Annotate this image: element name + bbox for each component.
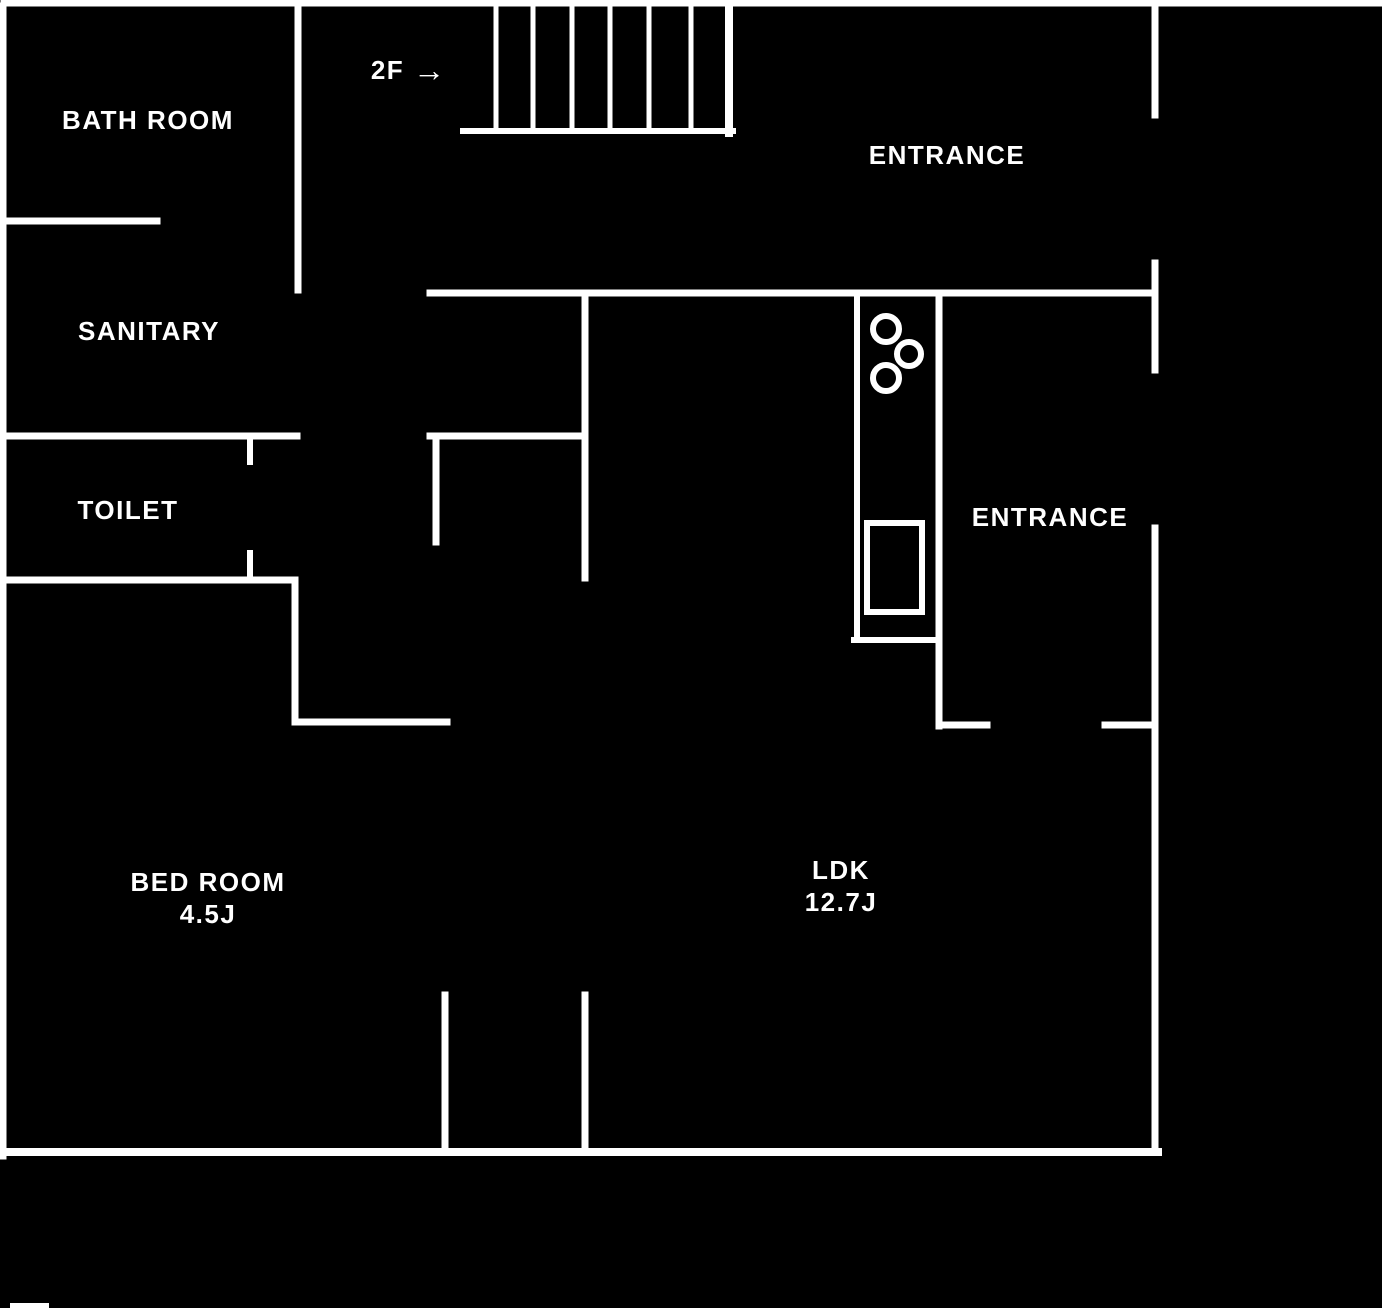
stairs-direction-label: 2F → — [371, 54, 445, 86]
room-label-ldk-name: LDK — [812, 855, 870, 885]
room-label-ldk-size: 12.7J — [804, 887, 878, 917]
arrow-right-icon: → — [413, 52, 446, 88]
kitchen-sink — [864, 520, 925, 615]
room-label-bedroom-size: 4.5J — [179, 899, 237, 929]
room-label-entrance-top: ENTRANCE — [868, 140, 1026, 170]
scale-mark — [10, 1303, 49, 1308]
stairs-2f-label: 2F — [370, 55, 405, 85]
room-label-sanitary: SANITARY — [78, 316, 220, 346]
room-label-bedroom: BED ROOM 4.5J — [131, 866, 286, 930]
stove-burner — [870, 313, 902, 345]
room-label-toilet: TOILET — [77, 495, 179, 525]
room-label-entrance-right: ENTRANCE — [971, 502, 1129, 532]
stove-burner — [870, 362, 902, 394]
room-label-bedroom-name: BED ROOM — [130, 867, 286, 897]
stove-burner — [894, 339, 924, 369]
room-label-bath: BATH ROOM — [62, 105, 234, 135]
room-label-ldk: LDK 12.7J — [805, 854, 878, 918]
